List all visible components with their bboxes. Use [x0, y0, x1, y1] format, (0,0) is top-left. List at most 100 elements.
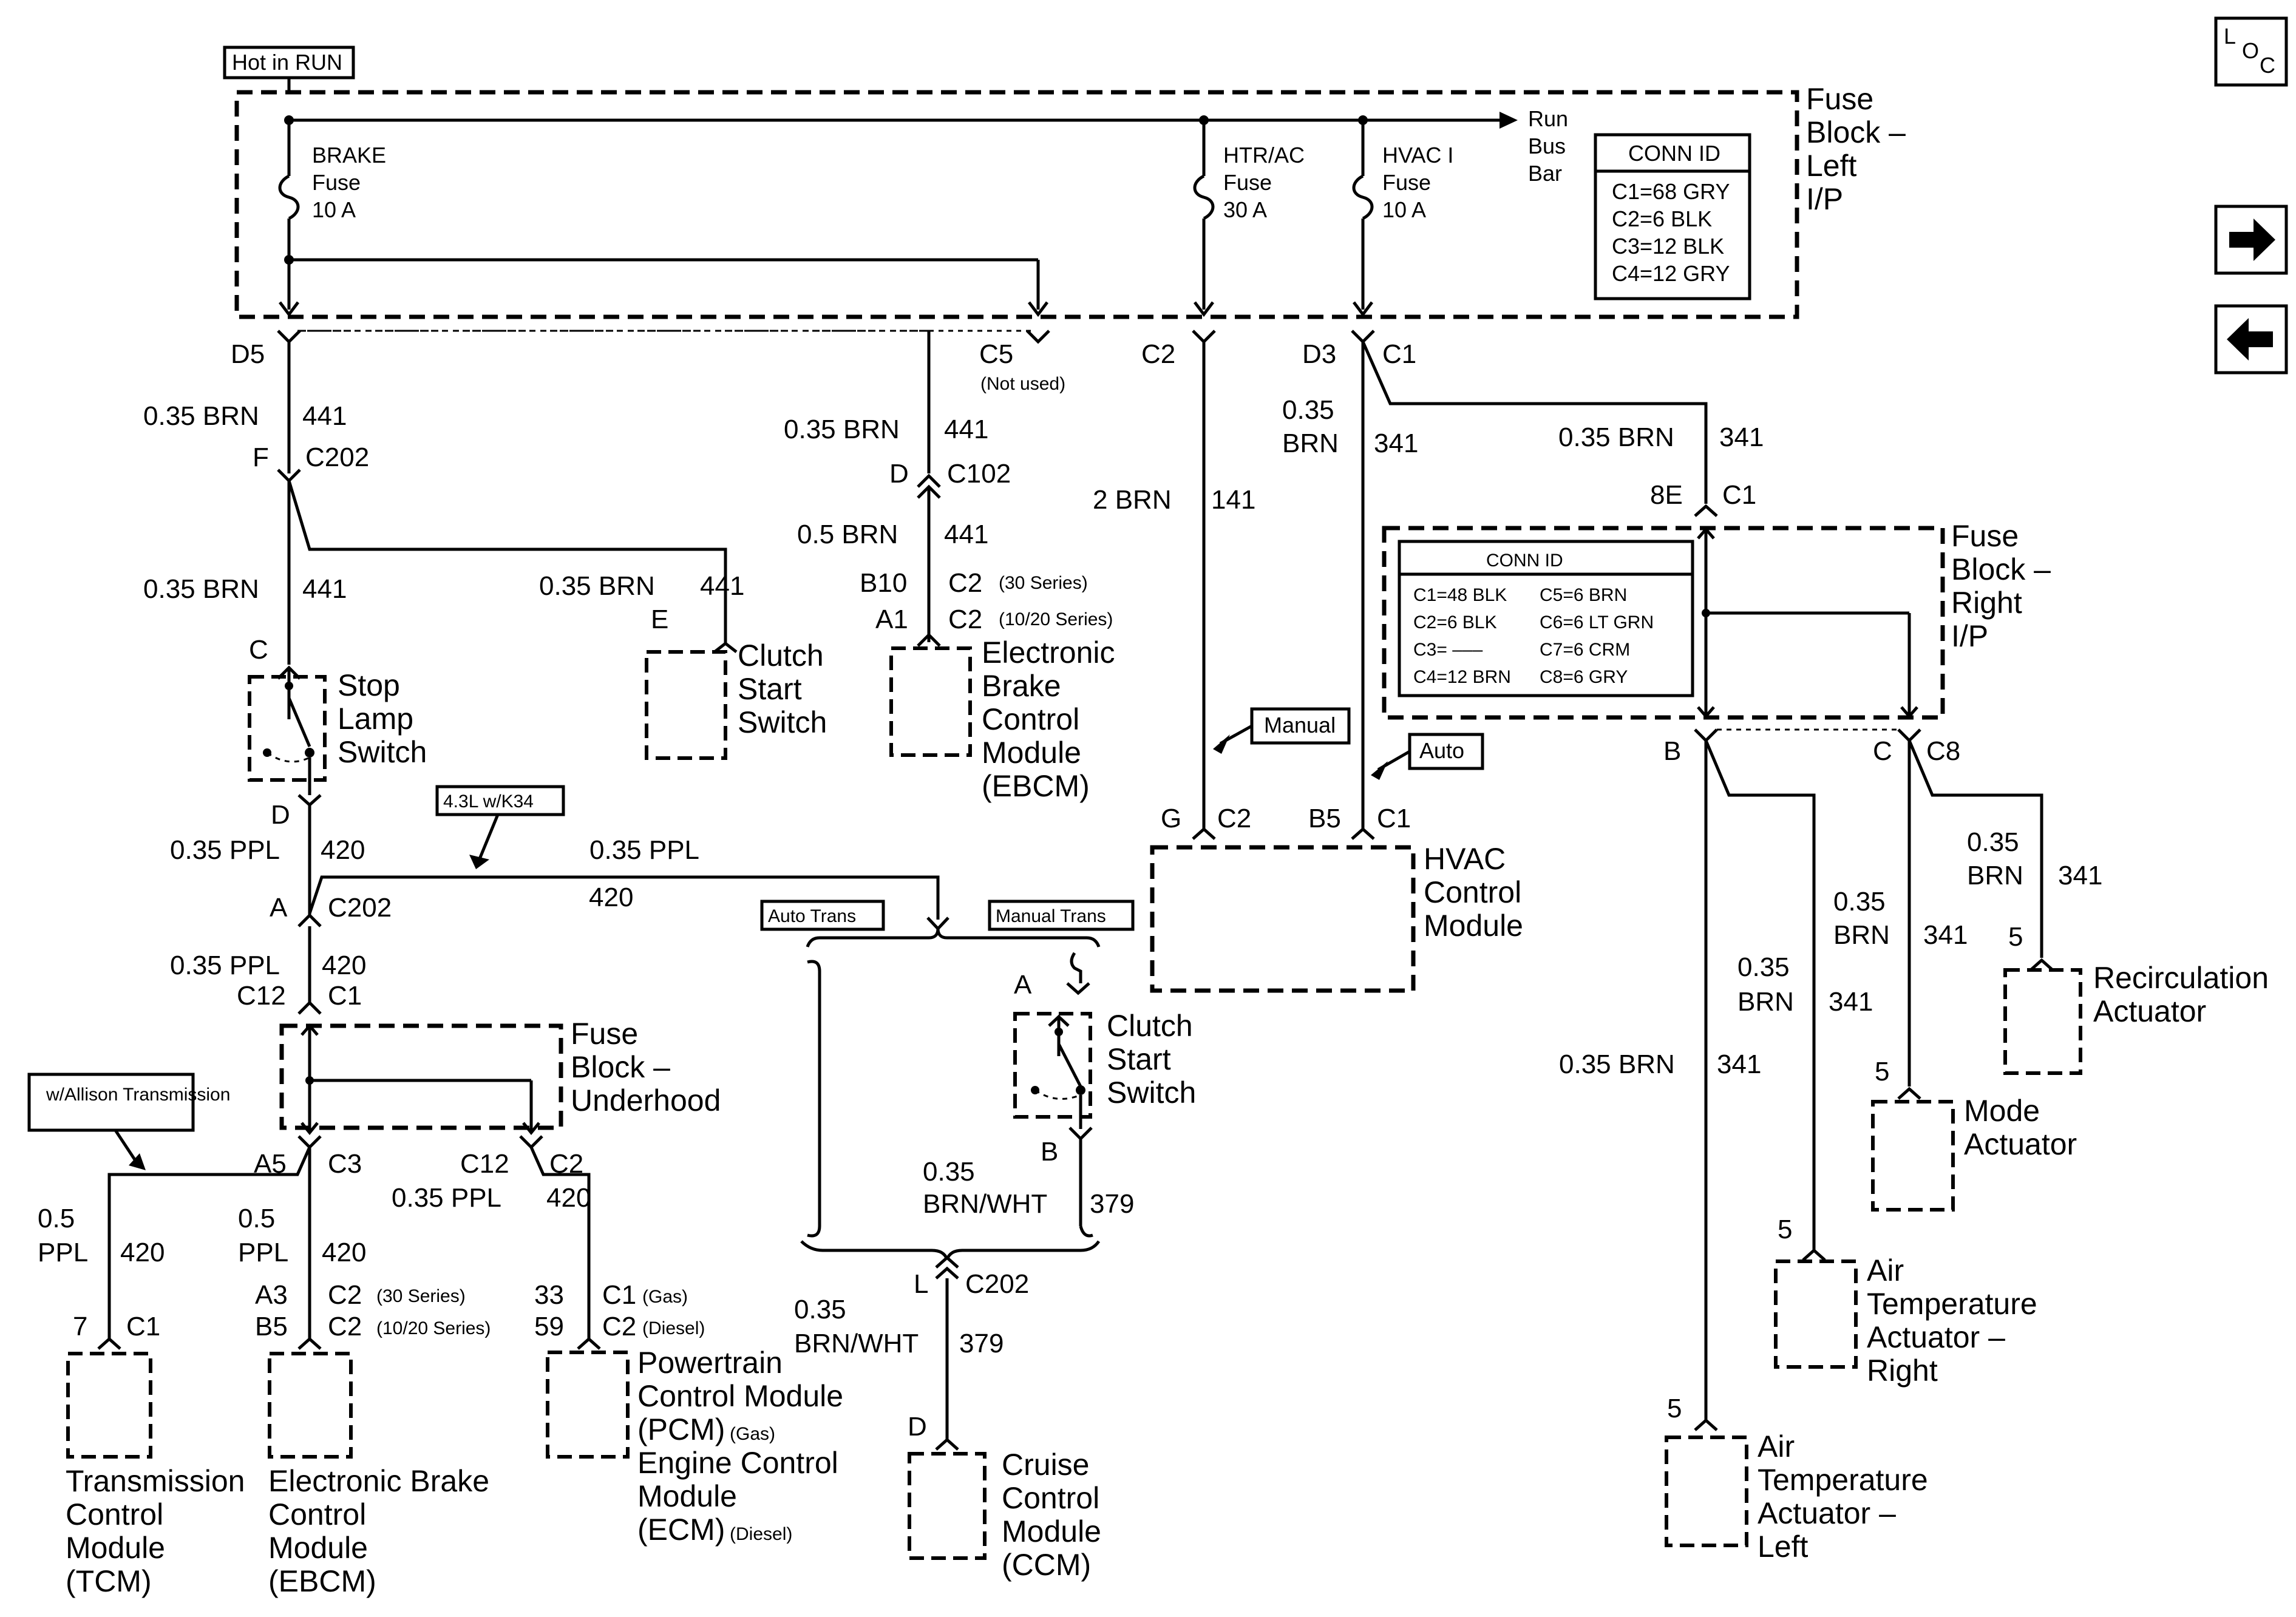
wires-w14-color-label: 0.35 PPL: [392, 1183, 501, 1213]
components-ccm-0-label: Cruise: [1002, 1448, 1089, 1482]
fuse-block-underhood-title-lines-1-label: Block –: [571, 1050, 670, 1084]
air-temperature-actuator-left: Air Temperature Actuator – Left: [1665, 1429, 1928, 1564]
wires-w18-num-label: 341: [1829, 987, 1873, 1017]
auto-tag: Auto: [1371, 733, 1484, 780]
components-ecm-3-label: (ECM): [637, 1513, 725, 1547]
fuse-block-underhood-title-lines-2-label: Underhood: [571, 1083, 721, 1117]
fuse-block-left-run-bus-lines-2-label: Bar: [1528, 161, 1562, 186]
fuse-block-right-title-lines-0-label: Fuse: [1951, 519, 2019, 553]
wires-w20-color-1-label: 0.35: [1967, 827, 2019, 857]
fuse-block-right-title-lines-1-label: Block –: [1951, 552, 2051, 586]
wires-w17-color-label: 0.35 BRN: [1559, 1049, 1675, 1079]
pins-e8-label: 8E: [1650, 480, 1683, 510]
wires-w10-color-label: 0.35 PPL: [589, 835, 699, 865]
wires-w16-color-2-label: BRN/WHT: [794, 1329, 919, 1358]
pins-not-used-label: (Not used): [980, 374, 1065, 394]
wires-w11-color-label: 0.35 PPL: [170, 951, 280, 980]
fuse-block-left-htr-fuse-lines-1-label: Fuse: [1223, 170, 1272, 195]
tcm: Transmission Control Module (TCM): [66, 1352, 245, 1598]
fuse-block-underhood-title-lines-0-label: Fuse: [571, 1017, 638, 1051]
fuse-block-right-conn-id-col2-3-label: C8=6 GRY: [1540, 667, 1628, 687]
wires-w6-num-label: 141: [1211, 485, 1255, 515]
fuse-block-left: Fuse Block – Left I/P: [234, 82, 1906, 319]
wires-w13-color-1-label: 0.5: [238, 1204, 275, 1233]
wires-w7-color-2-label: BRN: [1282, 429, 1339, 458]
pins-a3-label: A3: [255, 1280, 288, 1310]
pins-pin7-label: 7: [73, 1312, 87, 1341]
components-clutch-mid-1-label: Start: [1107, 1042, 1171, 1076]
pins-a-clutch-label: A: [1014, 970, 1032, 1000]
components-tcm-1-label: Control: [66, 1497, 163, 1531]
mode-actuator: Mode Actuator: [1871, 1094, 2077, 1212]
pins-d3-label: D3: [1302, 339, 1336, 369]
wires-w16-color-1-label: 0.35: [794, 1295, 846, 1324]
components-recirc-0-label: Recirculation: [2093, 961, 2269, 995]
clutch-start-switch-mid: Clutch Start Switch: [1013, 1009, 1196, 1141]
components-tcm-0-label: Transmission: [66, 1464, 245, 1498]
pins-d5-label: D5: [231, 339, 265, 369]
components-stop-lamp-0-label: Stop: [338, 668, 400, 702]
wires-w16-num-label: 379: [959, 1329, 1004, 1358]
components-ebcm-top-2-label: Control: [982, 702, 1079, 736]
pins-a1-label: A1: [875, 605, 908, 634]
fuse-block-left-brake-fuse-lines-2-label: 10 A: [312, 197, 356, 222]
tags-manual-trans-label: Manual Trans: [996, 906, 1106, 926]
wires-w6-color-label: 2 BRN: [1093, 485, 1172, 515]
pins-c2-1020b-label: C2: [328, 1312, 362, 1341]
wires-w1-num-label: 441: [302, 401, 347, 431]
components-hvac-0-label: HVAC: [1424, 842, 1506, 876]
arrow-left-icon[interactable]: [2214, 304, 2288, 375]
k34-tag: 4.3L w/K34: [435, 785, 565, 869]
pins-p5-mode-label: 5: [1875, 1057, 1889, 1086]
arrow-right-icon[interactable]: [2214, 205, 2288, 275]
fuse-block-left-hvac-fuse-lines-2-label: 10 A: [1382, 197, 1426, 222]
components-air-left-3-label: Left: [1758, 1530, 1809, 1564]
components-tcm-3-label: (TCM): [66, 1564, 152, 1598]
wires-w3-num-label: 441: [944, 520, 988, 549]
wires-w18-color-1-label: 0.35: [1737, 952, 1790, 982]
pins-c-stop-label: C: [249, 635, 268, 665]
fuse-block-right-conn-id-col1-0-label: C1=48 BLK: [1413, 585, 1507, 605]
conn-id-right: CONN ID C1=48 BLK C2=6 BLK C3= ––– C4=12…: [1398, 540, 1694, 697]
wires-w20-num-label: 341: [2058, 861, 2102, 890]
components-hvac-2-label: Module: [1424, 909, 1523, 943]
wires-w12-color-1-label: 0.5: [38, 1204, 75, 1233]
clutch-start-switch-top: Clutch Start Switch: [645, 639, 827, 760]
run-bus-bar: Run Bus Bar: [284, 106, 1568, 186]
loc-icon[interactable]: L O C: [2214, 16, 2288, 87]
fuse-block-left-run-bus-lines-0-label: Run: [1528, 106, 1568, 131]
components-air-right-3-label: Right: [1867, 1354, 1938, 1388]
components-air-right-1-label: Temperature: [1867, 1287, 2037, 1321]
components-ebcm-bottom-2-label: Module: [268, 1531, 368, 1565]
components-ebcm-bottom-3-label: (EBCM): [268, 1564, 376, 1598]
pins-b-r-label: B: [1663, 736, 1681, 766]
fuse-block-right-conn-id-col1-1-label: C2=6 BLK: [1413, 612, 1497, 632]
fuse-block-right-title-lines-2-label: Right: [1951, 586, 2022, 620]
pins-c1-top-label: C1: [1382, 339, 1416, 369]
pins-c1-r-label: C1: [1722, 480, 1756, 510]
fuse-block-right: Fuse Block – Right I/P: [1382, 519, 2051, 720]
pins-c12-uh-label: C12: [237, 981, 286, 1011]
fuse-block-left-title-lines-3-label: I/P: [1806, 182, 1843, 216]
components-clutch-mid-0-label: Clutch: [1107, 1009, 1193, 1043]
pins-diesel1-label: (Diesel): [642, 1318, 705, 1338]
components-ebcm-top-3-label: Module: [982, 736, 1081, 770]
components-tcm-2-label: Module: [66, 1531, 165, 1565]
fuse-block-right-conn-id-col1-2-label: C3= –––: [1413, 640, 1483, 660]
wires-w4-color-label: 0.35 BRN: [143, 574, 259, 604]
recirculation-actuator: Recirculation Actuator: [2003, 961, 2269, 1075]
pins-series-1020b-label: (10/20 Series): [376, 1318, 491, 1338]
tags-k34-label: 4.3L w/K34: [443, 792, 534, 812]
pins-c1-uh-label: C1: [328, 981, 362, 1011]
htr-ac-fuse: HTR/AC Fuse 30 A: [1193, 120, 1305, 310]
pins-p5-recirc-label: 5: [2008, 922, 2023, 952]
pins-c202-l-label: C202: [965, 1269, 1029, 1299]
hot-in-run-tag: Hot in RUN: [223, 46, 355, 80]
pins-a-c202-label: A: [270, 893, 288, 923]
components-air-right-2-label: Actuator –: [1867, 1320, 2005, 1354]
pins-c102-label: C102: [947, 459, 1011, 489]
pins-series-30b-label: (30 Series): [376, 1286, 466, 1306]
manual-trans-tag: Manual Trans: [988, 900, 1135, 931]
tags-hot-in-run-label: Hot in RUN: [232, 50, 342, 75]
